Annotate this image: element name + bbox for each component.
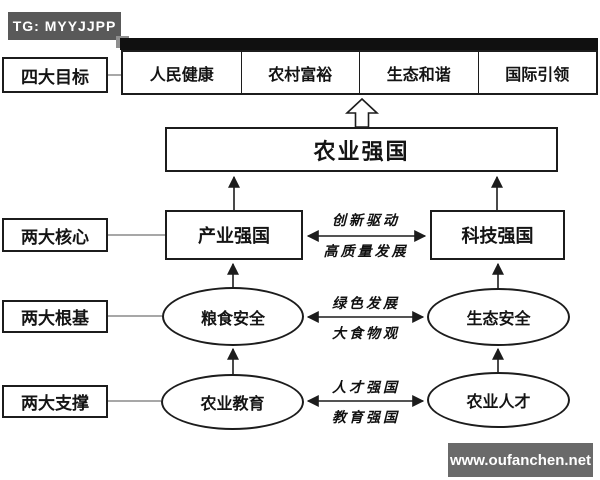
node-food-security-text: 粮食安全: [200, 310, 265, 328]
vertical-arrows: [227, 175, 504, 374]
goal-people-health: 人民健康: [123, 52, 241, 93]
goal-international-leadership: 国际引领: [477, 52, 597, 93]
goal-text: 农村富裕: [268, 66, 333, 84]
edge-label-big-food-concept: 大食物观: [332, 326, 400, 342]
label-two-foundations-text: 两大根基: [21, 309, 89, 328]
node-agricultural-education: 农业教育: [161, 374, 304, 430]
edge-label-education-power: 教育强国: [332, 410, 400, 426]
label-connectors: [108, 74, 165, 402]
label-two-supports-text: 两大支撑: [21, 394, 89, 413]
edge-label-high-quality-development: 高质量发展: [323, 244, 409, 260]
site-watermark-badge: www.oufanchen.net: [448, 443, 593, 477]
node-ecological-security-text: 生态安全: [466, 311, 531, 328]
label-two-cores: 两大核心: [2, 218, 108, 252]
goal-ecological-harmony: 生态和谐: [359, 52, 478, 93]
label-two-foundations: 两大根基: [2, 300, 108, 333]
top-black-bar: [120, 38, 598, 50]
hollow-up-arrow: [344, 97, 380, 128]
goal-text: 生态和谐: [386, 66, 451, 84]
goal-text: 人民健康: [149, 66, 214, 84]
edge-label-talent-power: 人才强国: [332, 380, 400, 396]
tg-watermark-badge: TG: MYYJJPP: [8, 12, 121, 40]
label-four-goals: 四大目标: [2, 57, 108, 93]
node-agricultural-power-text: 农业强国: [313, 138, 410, 164]
goal-rural-prosperity: 农村富裕: [240, 52, 360, 93]
label-two-cores-text: 两大核心: [21, 227, 89, 247]
edge-label-innovation-driven: 创新驱动: [332, 213, 400, 229]
label-two-supports: 两大支撑: [2, 385, 108, 418]
node-agricultural-talent-text: 农业人才: [466, 394, 531, 411]
site-watermark-text: www.oufanchen.net: [449, 451, 592, 469]
node-agricultural-talent: 农业人才: [427, 372, 570, 428]
tg-watermark-text: TG: MYYJJPP: [12, 18, 117, 34]
node-industrial-power: 产业强国: [165, 210, 303, 260]
goal-text: 国际引领: [505, 66, 570, 84]
node-agricultural-power: 农业强国: [165, 127, 558, 172]
node-agricultural-education-text: 农业教育: [200, 396, 265, 413]
node-industrial-power-text: 产业强国: [198, 226, 270, 246]
node-ecological-security: 生态安全: [427, 288, 570, 346]
goals-row: 人民健康 农村富裕 生态和谐 国际引领: [121, 50, 598, 95]
label-four-goals-text: 四大目标: [21, 67, 89, 87]
node-food-security: 粮食安全: [162, 287, 304, 346]
edge-label-green-development: 绿色发展: [332, 296, 400, 312]
node-sci-tech-power: 科技强国: [430, 210, 565, 260]
node-sci-tech-power-text: 科技强国: [461, 226, 534, 246]
